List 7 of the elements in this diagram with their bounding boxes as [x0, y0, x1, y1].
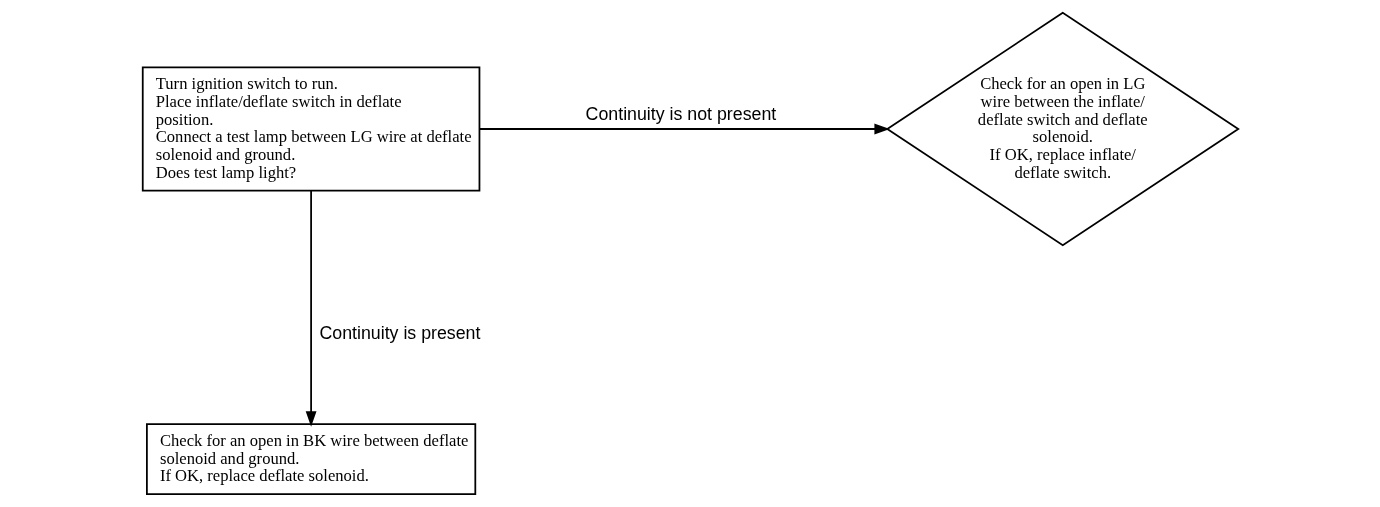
arrow: [305, 189, 316, 427]
node-box: Check for an open in BK wire between deflate solenoid and ground. If OK, replace deflate solenoid.: [145, 423, 476, 496]
arrow: [478, 123, 890, 135]
node-box: Turn ignition switch to run. Place inflate/deflate switch in deflate position. Connect a test lamp between LG wire at deflate solenoid and ground. Does test lamp light?: [141, 66, 480, 192]
edge-label: Continuity is present: [318, 322, 480, 343]
node-diamond: Check for an open in LG wire between the inflate/ deflate switch and deflate solenoid. If OK, replace inflate/ deflate switch.: [885, 11, 1240, 247]
edge-label: Continuity is not present: [585, 103, 776, 124]
